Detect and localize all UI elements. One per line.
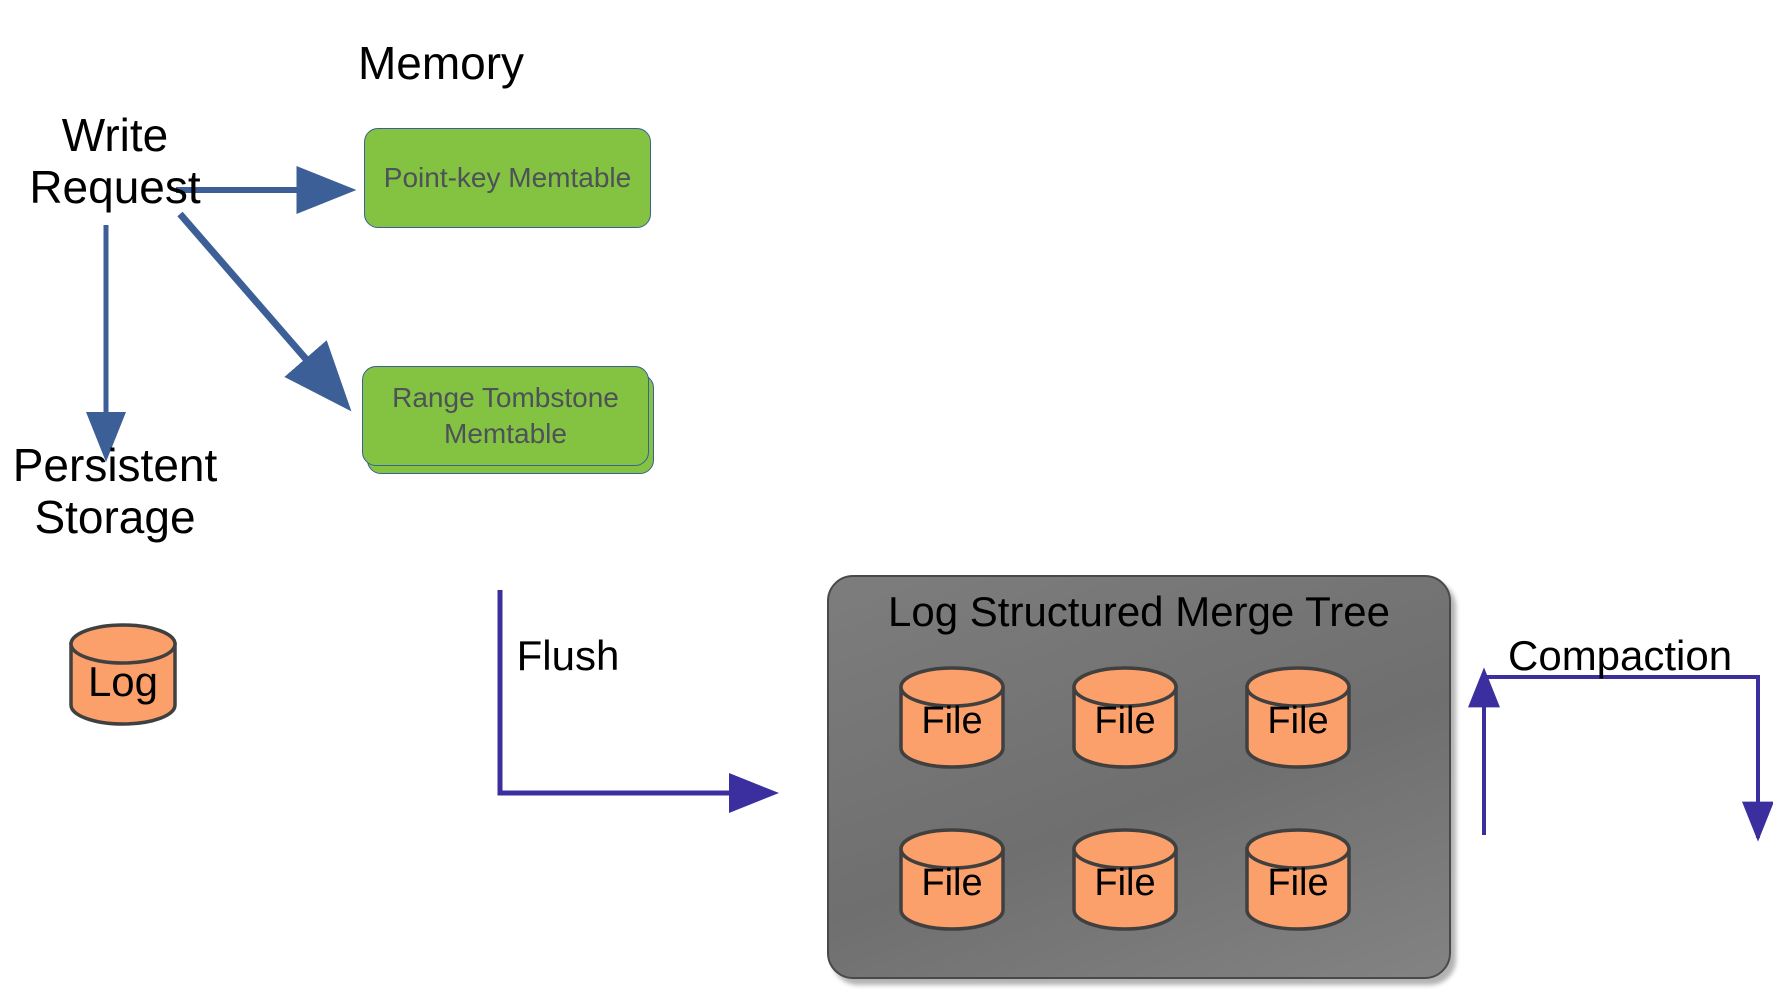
cylinder-icon [1072, 666, 1178, 769]
point-key-memtable-box[interactable]: Point-key Memtable [364, 128, 651, 228]
compaction-label: Compaction [1508, 632, 1733, 679]
cylinder-icon [1245, 666, 1351, 769]
cylinder-icon [899, 666, 1005, 769]
cylinder-icon [1245, 828, 1351, 931]
range-tombstone-memtable-box[interactable]: Range Tombstone Memtable [362, 366, 649, 466]
log-cylinder-label: Log [87, 658, 159, 705]
flush-label: Flush [516, 632, 620, 679]
arrow-flush [497, 590, 779, 813]
persistent-storage-label: Persistent Storage [12, 439, 218, 543]
file-cylinder[interactable]: File [1244, 664, 1352, 771]
file-cylinder[interactable]: File [898, 826, 1006, 933]
file-cylinder[interactable]: File [898, 664, 1006, 771]
file-cylinder-label: File [921, 862, 983, 904]
file-cylinder[interactable]: File [1244, 826, 1352, 933]
file-cylinder-label: File [1094, 862, 1156, 904]
file-cylinder-label: File [1267, 862, 1329, 904]
log-cylinder[interactable]: Log [68, 622, 178, 727]
file-cylinder-label: File [921, 700, 983, 742]
cylinder-icon [69, 623, 177, 726]
cylinder-icon [899, 828, 1005, 931]
arrow-compaction-loop [1468, 667, 1773, 842]
cylinder-icon [1072, 828, 1178, 931]
arrow-write-to-range-tombstone-memtable [177, 211, 352, 412]
file-cylinder[interactable]: File [1071, 664, 1179, 771]
file-cylinder[interactable]: File [1071, 826, 1179, 933]
file-cylinder-label: File [1094, 700, 1156, 742]
write-request-label: Write Request [29, 109, 201, 213]
file-cylinder-label: File [1267, 700, 1329, 742]
memory-label: Memory [357, 37, 525, 89]
lsm-tree-title: Log Structured Merge Tree [888, 588, 1390, 635]
